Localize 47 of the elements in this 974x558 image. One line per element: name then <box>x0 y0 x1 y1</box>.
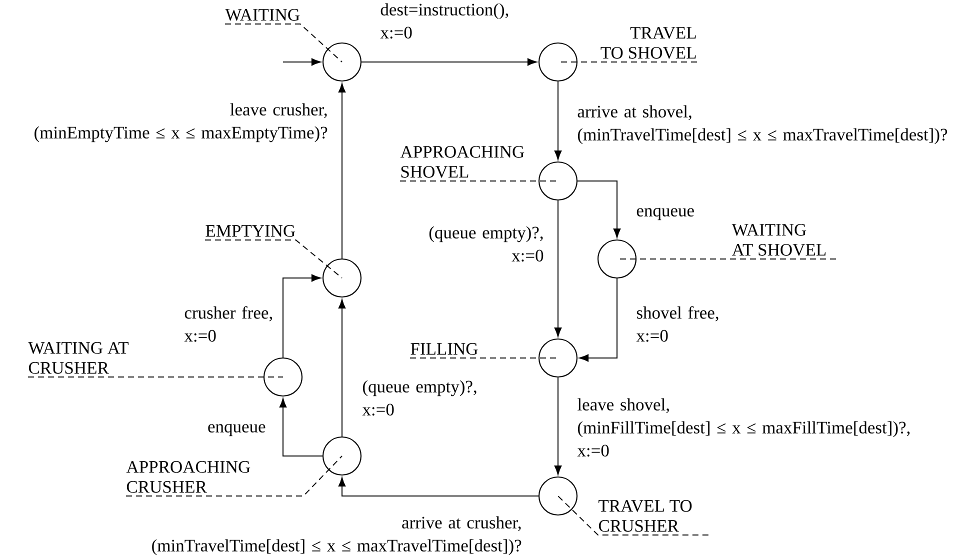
transition-arrow <box>338 299 346 437</box>
leader-line <box>126 456 342 496</box>
state-circle <box>322 42 362 82</box>
transition-arrow <box>338 477 539 496</box>
edge-label: (queue empty)?, x:=0 <box>362 380 476 416</box>
state-circle <box>538 161 578 201</box>
transition-arrow <box>554 81 562 160</box>
leader-line <box>558 496 709 536</box>
state-name: EMPTYING <box>206 225 296 237</box>
transition-arrow <box>577 180 621 238</box>
state-circle <box>322 436 362 476</box>
state-name: WAITING AT SHOVEL <box>732 224 826 256</box>
transition-arrow <box>579 278 618 362</box>
state-circle <box>597 239 637 279</box>
state-name: WAITING <box>225 8 300 21</box>
state-name: TRAVEL TO CRUSHER <box>598 500 692 532</box>
leader-line <box>28 376 284 378</box>
state-circle <box>538 476 578 516</box>
edge-label: shovel free, x:=0 <box>636 306 718 342</box>
edge-label: enqueue <box>636 208 694 220</box>
edge-label: crusher free, x:=0 <box>184 306 272 342</box>
edge-label: (queue empty)?, x:=0 <box>429 226 544 262</box>
leader-line <box>224 24 342 62</box>
edge-label: enqueue <box>208 424 266 436</box>
leader-line <box>400 180 558 182</box>
state-name: APPROACHING SHOVEL <box>400 146 524 178</box>
transition-arrow <box>282 274 321 358</box>
transition-arrow <box>279 398 323 456</box>
edge-label: leave shovel, (minFillTime[dest] ≤ x ≤ maxFillTime[dest])?, x:=0 <box>577 398 910 457</box>
edge-label: dest=instruction(), x:=0 <box>380 3 508 39</box>
transition-arrow <box>554 200 562 337</box>
state-name: APPROACHING CRUSHER <box>126 461 250 493</box>
edge-label: leave crusher, (minEmptyTime ≤ x ≤ maxEmptyTime)? <box>34 103 328 142</box>
edge-label: arrive at crusher, (minTravelTime[dest] ≤ x ≤ maxTravelTime[dest])? <box>152 516 522 556</box>
state-name: FILLING <box>410 343 478 355</box>
state-name: TRAVEL TO SHOVEL <box>600 26 696 59</box>
transition-arrow <box>554 377 562 475</box>
state-name: WAITING AT CRUSHER <box>28 342 129 374</box>
edge-label: arrive at shovel, (minTravelTime[dest] ≤ x ≤ maxTravelTime[dest])? <box>578 105 948 144</box>
transition-arrow <box>361 58 537 66</box>
leader-line <box>204 240 342 278</box>
state-circle <box>538 42 578 82</box>
state-circle <box>538 338 578 378</box>
state-circle <box>322 258 362 298</box>
transition-arrow <box>282 58 321 66</box>
transition-arrow <box>338 83 346 259</box>
state-circle <box>263 357 303 397</box>
